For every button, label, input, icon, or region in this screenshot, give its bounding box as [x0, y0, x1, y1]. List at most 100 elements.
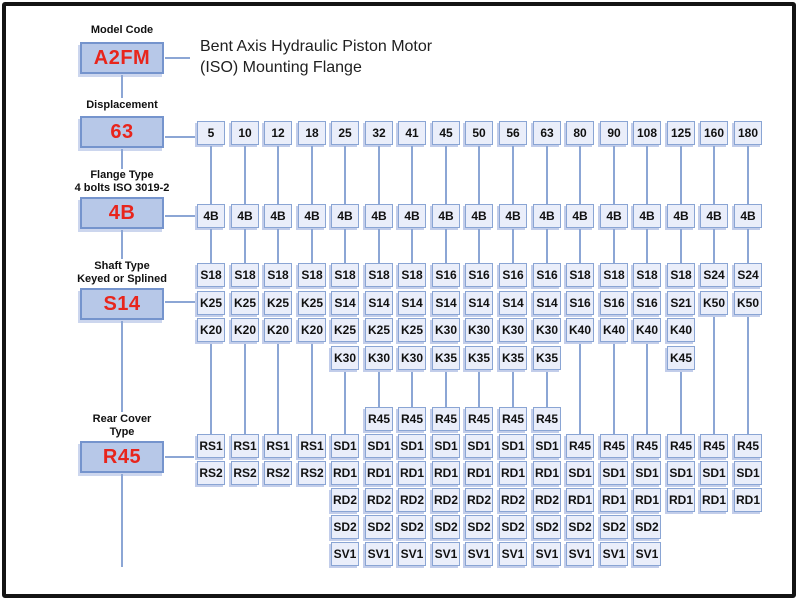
rear-cover-cell: RD2 [499, 488, 527, 512]
flange-cell: 4B [331, 204, 359, 228]
shaft-cell: S18 [633, 263, 661, 287]
connector-line [579, 229, 581, 263]
flange-cell: 4B [231, 204, 259, 228]
shaft-cell: K50 [700, 290, 728, 315]
connector-line [546, 371, 548, 407]
connector-line [713, 146, 715, 204]
rear-cover-cell: SD1 [734, 461, 762, 485]
connector-line [411, 229, 413, 263]
rear-cover-cell: SV1 [600, 542, 628, 566]
connector-line [579, 146, 581, 204]
shaft-cell: K35 [499, 345, 527, 370]
rear-cover-cell: SD2 [600, 515, 628, 539]
displacement-cell: 108 [633, 121, 661, 145]
model-code-value: A2FM [93, 46, 151, 69]
connector-line [277, 229, 279, 263]
shaft-type-label-line2: Keyed or Splined [77, 273, 167, 285]
shaft-cell: S24 [700, 263, 728, 287]
shaft-cell: K25 [197, 290, 225, 315]
rear-cover-cell: SV1 [432, 542, 460, 566]
rear-cover-cell: RS1 [197, 434, 225, 458]
connector-line [244, 146, 246, 204]
connector-line [445, 146, 447, 204]
connector-line [244, 344, 246, 434]
shaft-cell: K25 [398, 318, 426, 342]
shaft-cell: K35 [432, 345, 460, 370]
rear-cover-cell: RS2 [197, 461, 225, 485]
shaft-cell: S16 [566, 290, 594, 315]
displacement-cell: 18 [298, 121, 326, 145]
rear-cover-cell: SV1 [398, 542, 426, 566]
connector-line [411, 371, 413, 407]
rear-cover-cell: SV1 [465, 542, 493, 566]
diagram-title-line2: (ISO) Mounting Flange [200, 59, 362, 76]
shaft-cell: K25 [264, 290, 292, 315]
rear-cover-value: R45 [102, 445, 142, 468]
shaft-cell: K25 [331, 318, 359, 342]
shaft-cell: K30 [331, 345, 359, 370]
connector-line [344, 371, 346, 434]
rear-cover-cell: RD2 [432, 488, 460, 512]
rear-cover-cell: R45 [465, 407, 493, 431]
rear-cover-cell: SD2 [633, 515, 661, 539]
rear-cover-cell: SD1 [566, 461, 594, 485]
shaft-type-label: Shaft Type Keyed or Splined [40, 260, 204, 286]
shaft-cell: K40 [566, 318, 594, 342]
shaft-cell: S14 [365, 290, 393, 315]
rear-cover-cell: RD1 [734, 488, 762, 512]
connector-line [747, 146, 749, 204]
flange-cell: 4B [499, 204, 527, 228]
displacement-cell: 180 [734, 121, 762, 145]
shaft-cell: K35 [533, 345, 561, 370]
rear-cover-cell: SD2 [398, 515, 426, 539]
connector-line [210, 146, 212, 204]
rear-cover-cell: RS1 [298, 434, 326, 458]
displacement-cell: 63 [533, 121, 561, 145]
flange-cell: 4B [365, 204, 393, 228]
connector-line [378, 371, 380, 407]
connector-line [378, 229, 380, 263]
rear-cover-cell: SD2 [499, 515, 527, 539]
connector-line [579, 344, 581, 434]
rear-cover-cell: SD2 [331, 515, 359, 539]
connector-line [121, 321, 123, 412]
rear-cover-cell: R45 [398, 407, 426, 431]
rear-cover-cell: SD1 [499, 434, 527, 458]
shaft-cell: K20 [264, 318, 292, 342]
connector-line [512, 146, 514, 204]
rear-cover-cell: SD1 [600, 461, 628, 485]
connector-line [445, 229, 447, 263]
connector-line [646, 229, 648, 263]
rear-cover-cell: RD1 [633, 488, 661, 512]
displacement-cell: 125 [667, 121, 695, 145]
shaft-cell: S14 [533, 290, 561, 315]
flange-cell: 4B [734, 204, 762, 228]
connector-line [121, 75, 123, 98]
rear-cover-cell: RD1 [600, 488, 628, 512]
shaft-type-value: S14 [103, 292, 141, 315]
rear-cover-cell: RD1 [465, 461, 493, 485]
connector-line [165, 301, 196, 303]
shaft-cell: S18 [365, 263, 393, 287]
connector-line [680, 146, 682, 204]
rear-cover-cell: R45 [633, 434, 661, 458]
shaft-cell: K40 [667, 318, 695, 342]
shaft-cell: K40 [600, 318, 628, 342]
displacement-cell: 45 [432, 121, 460, 145]
connector-line [613, 344, 615, 434]
rear-cover-cell: SV1 [331, 542, 359, 566]
shaft-cell: S16 [499, 263, 527, 287]
displacement-cell: 25 [331, 121, 359, 145]
rear-cover-cell: RD1 [700, 488, 728, 512]
shaft-cell: S16 [432, 263, 460, 287]
model-code-label: Model Code [90, 24, 154, 36]
rear-cover-cell: RD1 [566, 488, 594, 512]
displacement-cell: 160 [700, 121, 728, 145]
flange-type-box: 4B [80, 197, 164, 229]
connector-line [680, 371, 682, 434]
connector-line [613, 146, 615, 204]
rear-cover-cell: R45 [700, 434, 728, 458]
rear-cover-label-line1: Rear Cover [92, 413, 152, 425]
shaft-cell: K30 [398, 345, 426, 370]
shaft-cell: S18 [264, 263, 292, 287]
